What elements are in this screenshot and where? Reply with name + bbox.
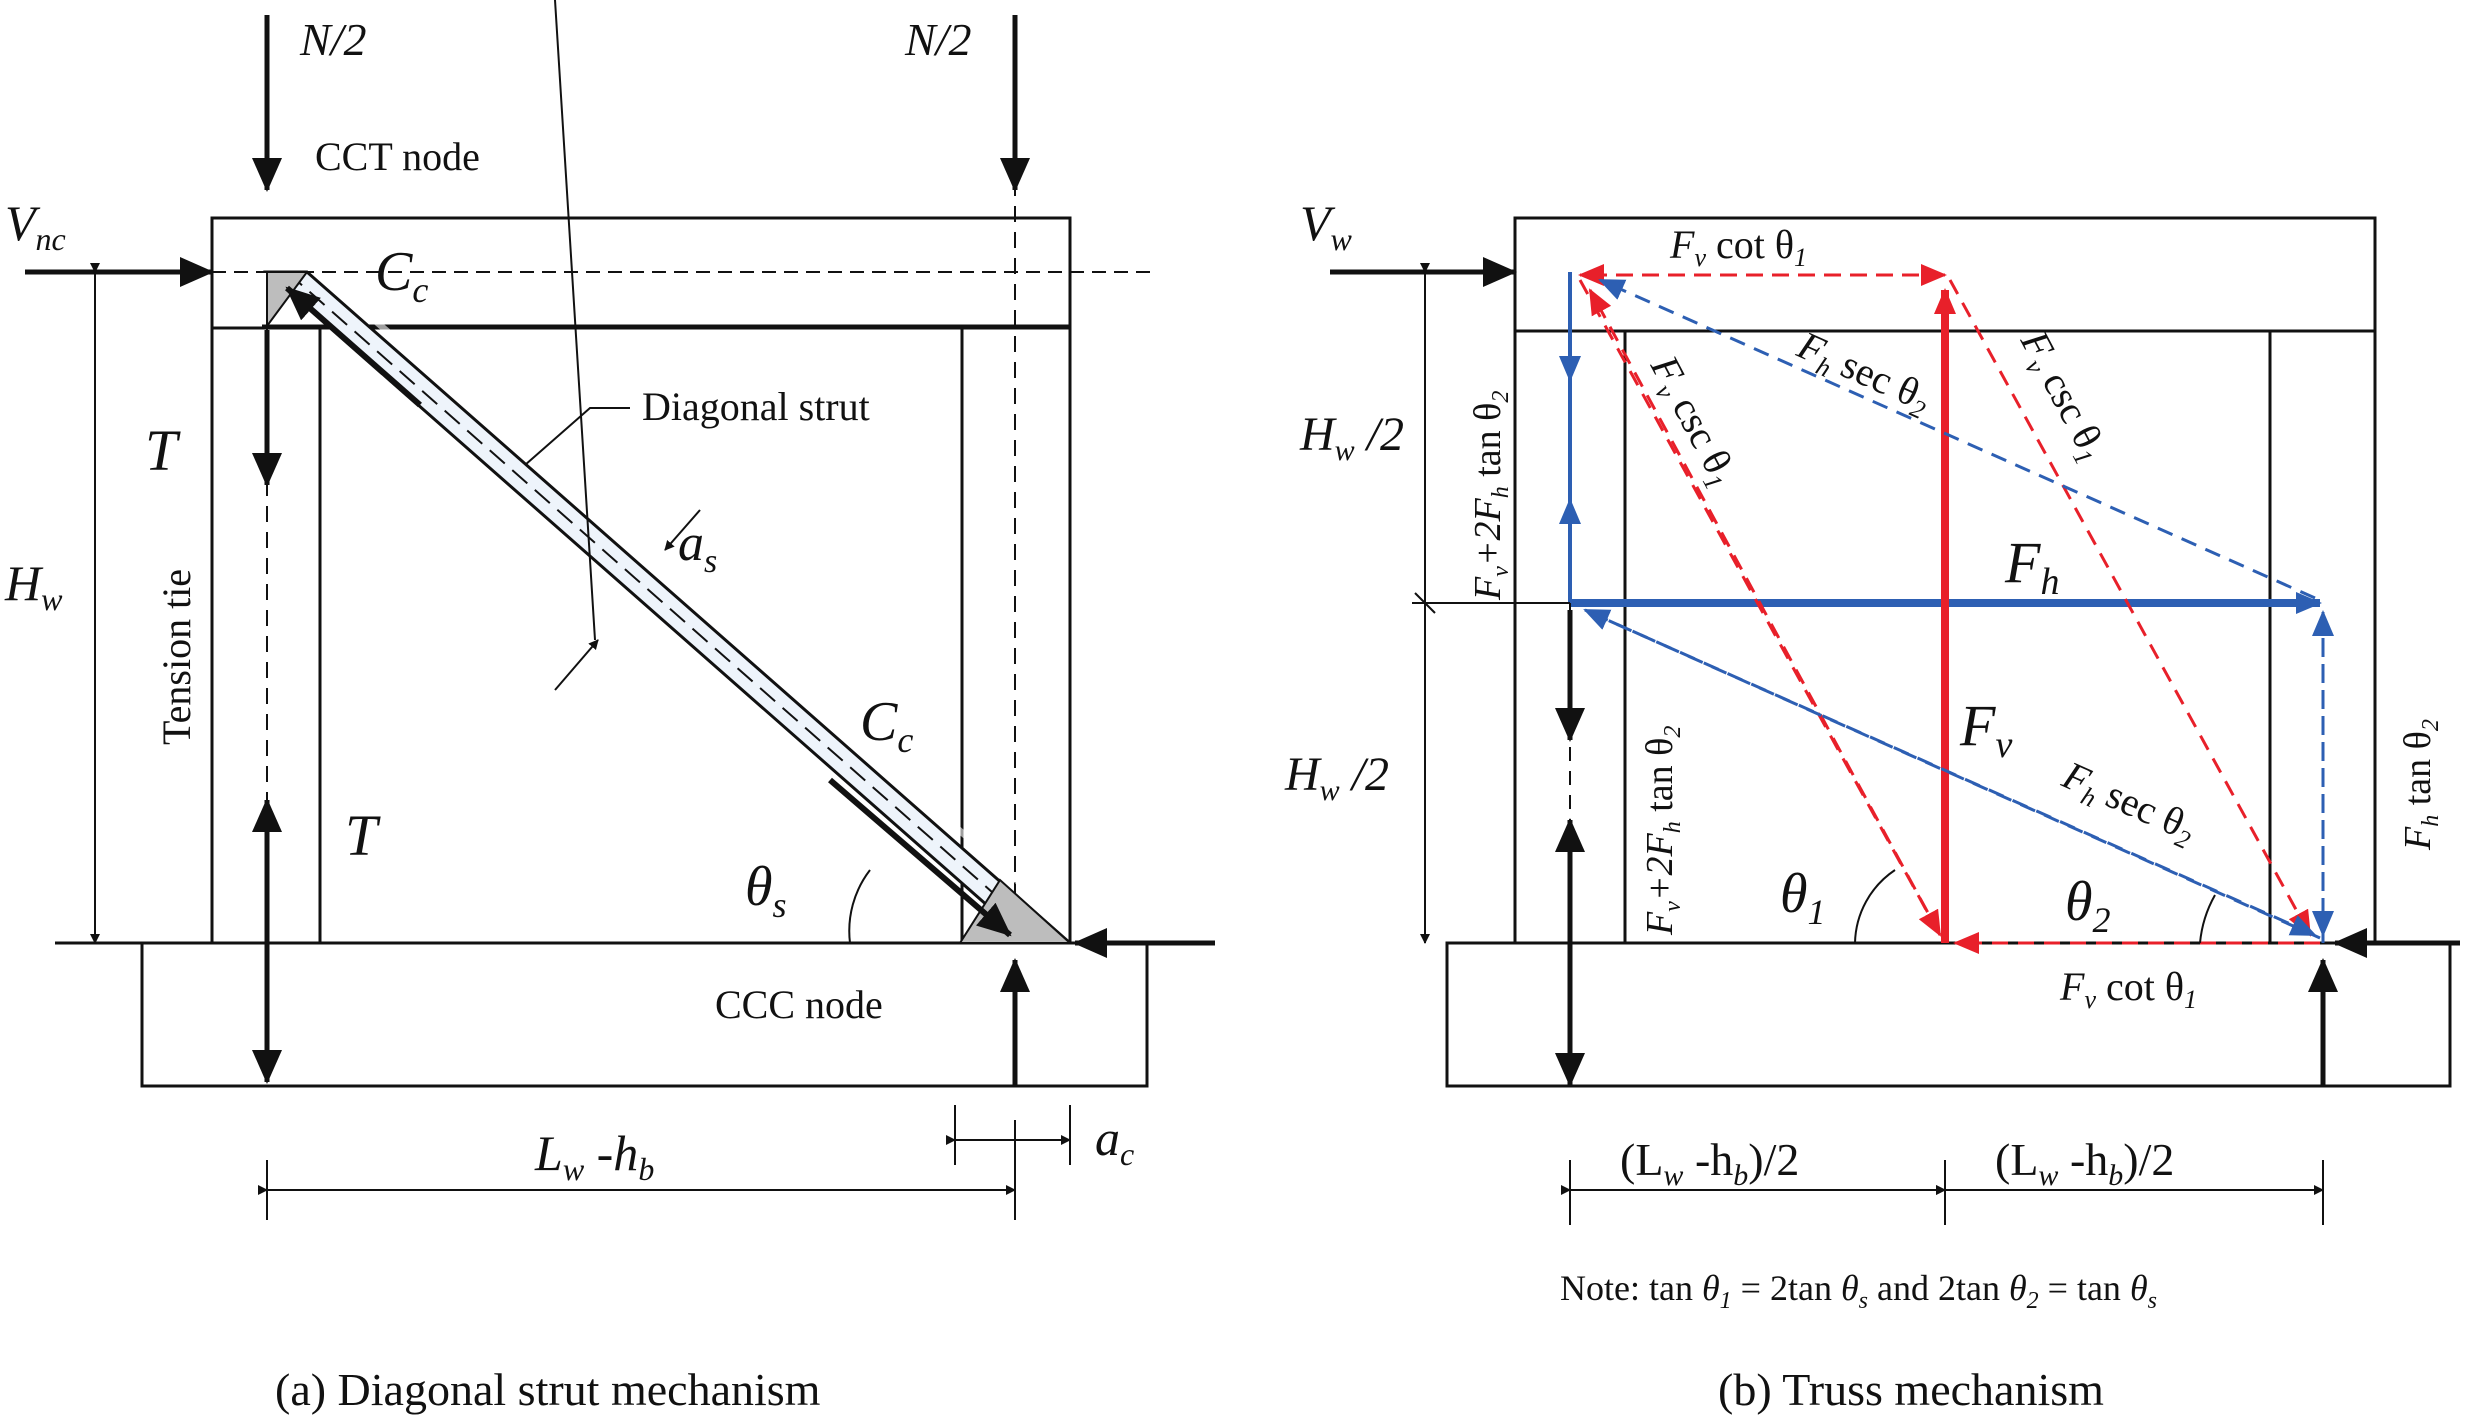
vert-lower-label: Fv+2Fh tan θ2 [1639, 726, 1686, 936]
strut-centerline [286, 271, 1051, 944]
as-leader-b [554, 639, 599, 691]
red-left-diag-up [1588, 288, 1942, 936]
ccc-node-label: CCC node [715, 982, 883, 1027]
theta2-arc [2199, 894, 2216, 944]
cc-bottom-arrow [828, 777, 1012, 938]
t-lower-label: T [345, 803, 381, 868]
load-right-label: N/2 [904, 14, 971, 65]
diag-leader [524, 407, 630, 466]
t-upper-label: T [145, 418, 181, 483]
theta1-arc [1854, 869, 1896, 944]
note-label: Note: tan θ1 = 2tan θs and 2tan θ2 = tan… [1560, 1268, 2157, 1314]
caption-right: (b) Truss mechanism [1718, 1364, 2104, 1415]
cc-top-label: Cc [375, 241, 428, 310]
theta2-label: θ2 [2065, 871, 2111, 940]
panel-diagonal-strut: N/2 N/2 CCT node CCC node Vnc Cc Cc Diag… [4, 0, 1215, 1415]
cc-top-arrow [285, 285, 422, 408]
cc-bottom-label: Cc [860, 691, 913, 760]
vw-label: Vw [1300, 195, 1353, 257]
ac-label: ac [1095, 1110, 1134, 1172]
as-leader [664, 509, 701, 551]
blue-bottom-diag-down [1584, 608, 2317, 937]
vnc-label: Vnc [5, 195, 66, 257]
cct-node-label: CCT node [315, 134, 480, 179]
theta1-label: θ1 [1780, 863, 1826, 932]
dim-right-label: (Lw -hb)/2 [1995, 1134, 2174, 1192]
red-right-diag [1948, 279, 2312, 937]
theta-s-label: θs [745, 856, 787, 925]
tension-tie-label: Tension tie [154, 569, 199, 745]
diag-strut-label: Diagonal strut [642, 384, 870, 429]
dim-left-label: (Lw -hb)/2 [1620, 1134, 1799, 1192]
fv-csc-left-label: Fv csc θ1 [1637, 347, 1747, 494]
strut-band [320, 277, 1050, 905]
panel-truss: Vw Fv cot θ1 Fv cot θ1 Fv csc θ1 Fv csc … [1284, 195, 2460, 1415]
fv-label: Fv [1959, 693, 2012, 766]
caption-left: (a) Diagonal strut mechanism [275, 1364, 821, 1415]
as-leader-2 [554, 0, 596, 641]
fh-label: Fh [2004, 530, 2059, 603]
red-left-diag [1578, 279, 1942, 937]
load-left-label: N/2 [299, 14, 366, 65]
fv-csc-right-label: Fv csc θ1 [2007, 322, 2117, 469]
hw2-bottom-label: Hw /2 [1284, 748, 1389, 807]
hw-label: Hw [4, 555, 63, 617]
bottom-force-label: Fv cot θ1 [2059, 964, 2197, 1014]
right-side-label: Fh tan θ2 [2397, 719, 2444, 851]
foundation [140, 941, 1149, 1088]
vert-upper-label: Fv+2Fh tan θ2 [1467, 391, 1514, 601]
top-force-label: Fv cot θ1 [1669, 222, 1807, 272]
truss-foundation [1445, 941, 2452, 1088]
as-label: as [678, 515, 717, 580]
fh-sec-bottom-label: Fh sec θ2 [2053, 752, 2203, 855]
lw-hb-label: Lw -hb [534, 1125, 654, 1187]
hw2-top-label: Hw /2 [1299, 408, 1404, 467]
blue-top-diag [1598, 278, 2316, 600]
theta-s-arc [848, 869, 871, 944]
